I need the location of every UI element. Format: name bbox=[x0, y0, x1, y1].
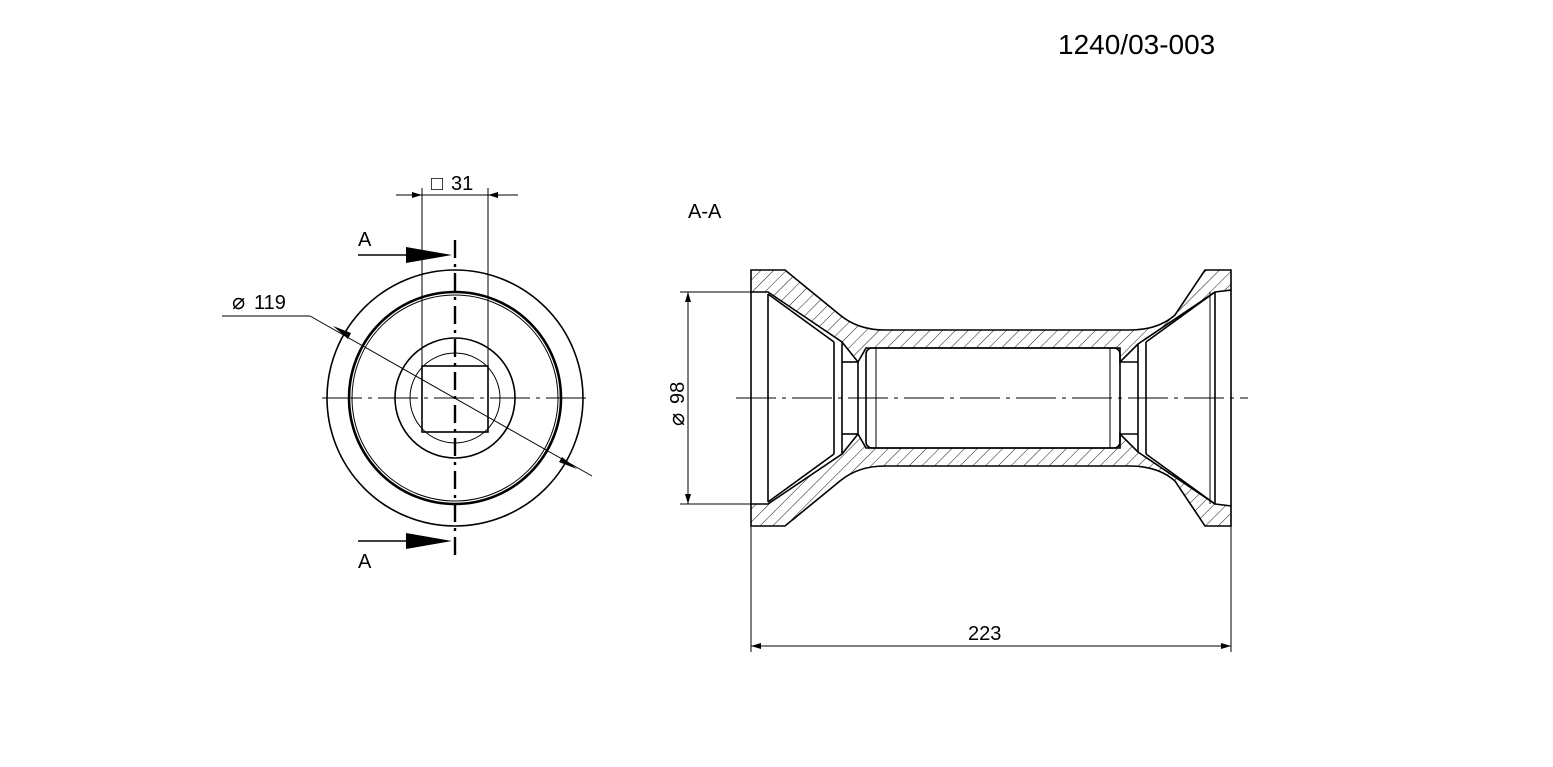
section-view: A-A ⌀ 9 bbox=[664, 201, 1248, 652]
outer-diameter-dim-line bbox=[309, 315, 593, 477]
right-cone-bottom bbox=[1145, 453, 1216, 505]
left-cone-bottom bbox=[767, 453, 835, 503]
outer-diameter-value: 119 bbox=[254, 292, 286, 314]
bore-diameter-value: 98 bbox=[667, 382, 689, 404]
section-wall-top bbox=[750, 269, 1232, 364]
section-arrow-bottom-head bbox=[406, 533, 452, 549]
section-marker-bottom: A bbox=[358, 551, 372, 573]
bore-dimension-label: ⌀ 98 bbox=[664, 382, 689, 426]
square-symbol: □ bbox=[431, 173, 443, 195]
front-view: A A □ 31 ⌀ 119 bbox=[222, 173, 593, 573]
outer-diameter-arrow-bottom bbox=[559, 457, 577, 469]
length-dimension-value: 223 bbox=[968, 623, 1001, 645]
section-title: A-A bbox=[688, 201, 722, 223]
section-wall-bottom bbox=[750, 432, 1232, 527]
left-cone-top bbox=[767, 293, 835, 343]
section-arrow-top-head bbox=[406, 247, 452, 263]
diameter-symbol-front: ⌀ bbox=[232, 289, 245, 314]
square-dimension-value: 31 bbox=[451, 173, 473, 195]
right-cone-top bbox=[1145, 291, 1216, 343]
drawing-number: 1240/03-003 bbox=[1058, 29, 1215, 60]
section-marker-top: A bbox=[358, 229, 372, 251]
diameter-symbol-section: ⌀ bbox=[664, 413, 689, 426]
outer-diameter-arrow-top bbox=[333, 326, 351, 339]
